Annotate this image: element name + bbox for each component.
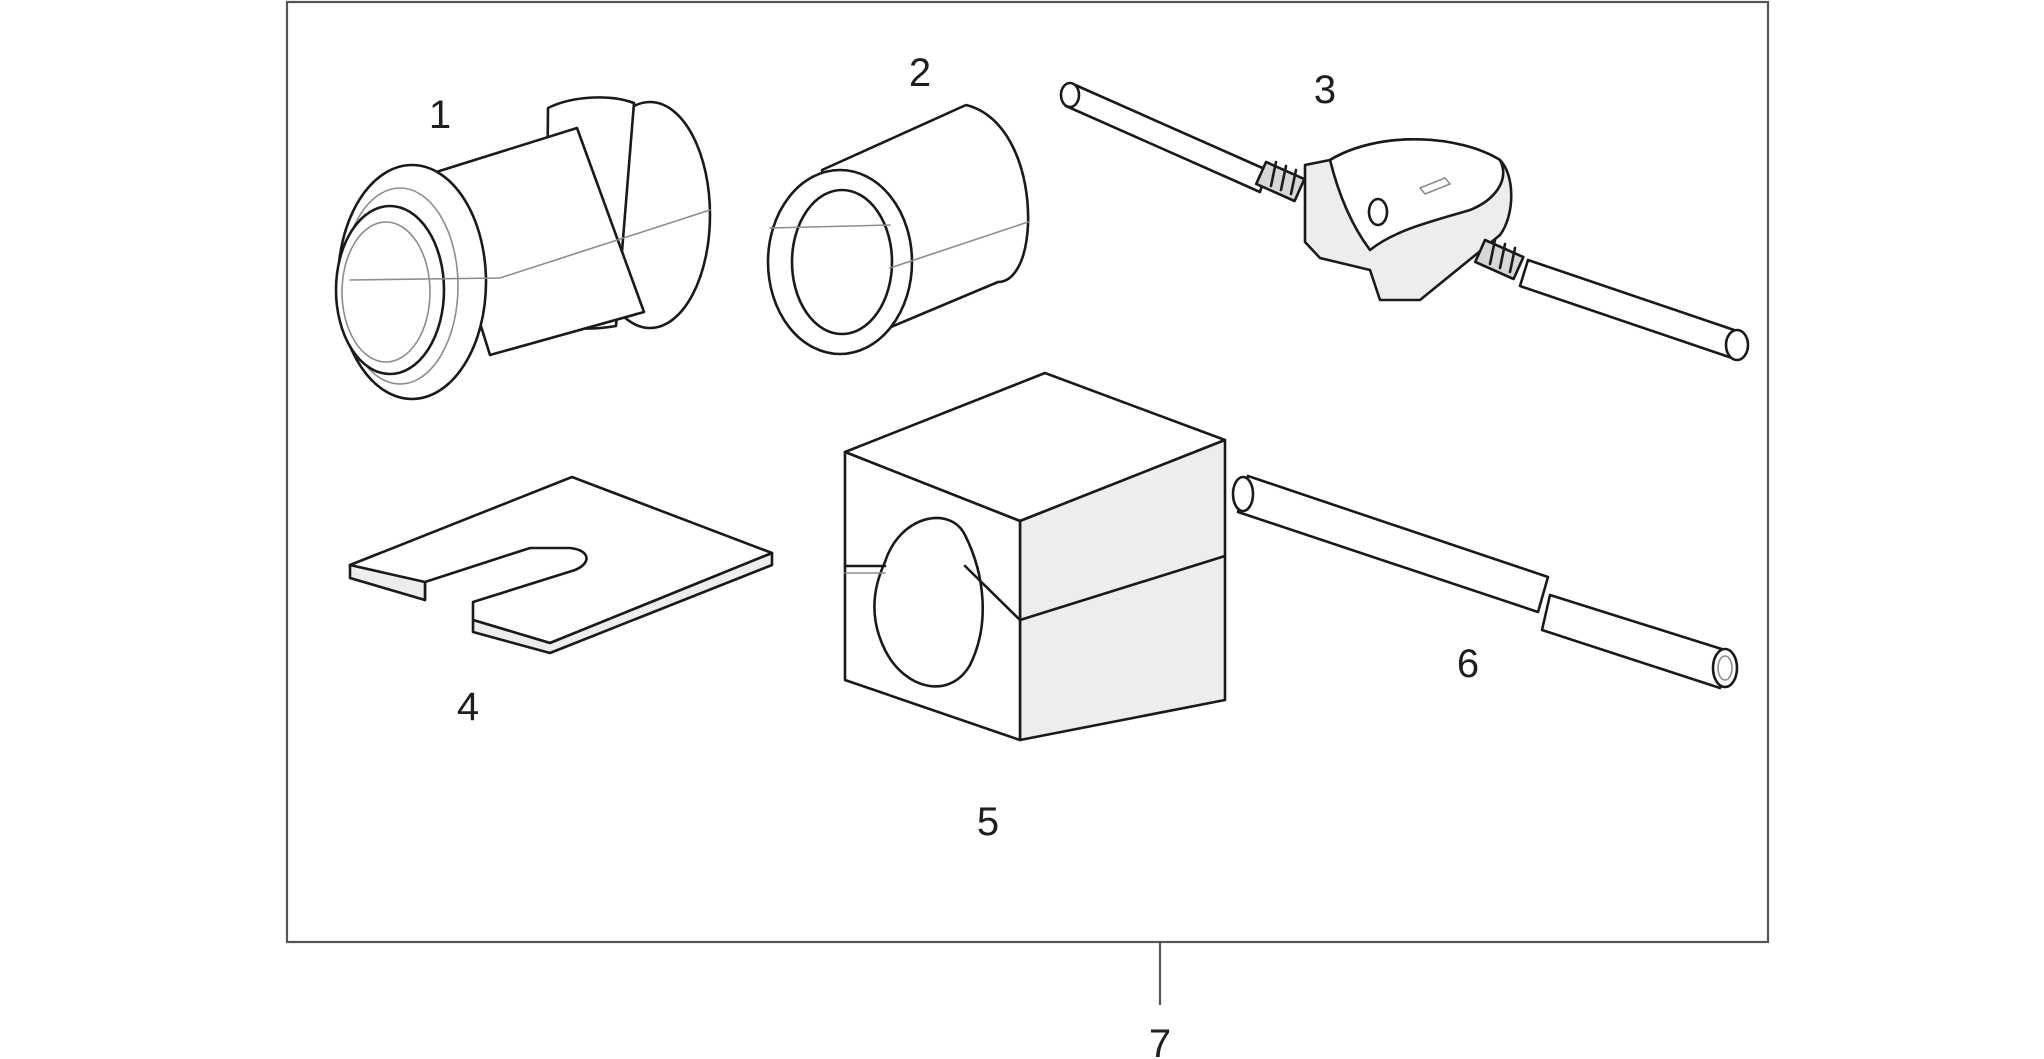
- part-2-sleeve: [766, 103, 1030, 356]
- part-1-flanged-bushing: [334, 96, 712, 401]
- part-4-shim-plate: [348, 475, 774, 655]
- part-5-split-block: [843, 371, 1227, 742]
- part-3-puller: [1059, 81, 1750, 362]
- callout-1: 1: [429, 93, 451, 137]
- callout-5: 5: [977, 800, 999, 844]
- part-6-rod: [1231, 474, 1739, 690]
- thread-lower: [1473, 238, 1525, 281]
- callout-3: 3: [1314, 68, 1336, 112]
- callout-7: 7: [1149, 1022, 1171, 1059]
- callout-6: 6: [1457, 642, 1479, 686]
- callout-2: 2: [909, 51, 931, 95]
- kit-frame: [285, 0, 1770, 1005]
- thread-upper: [1254, 160, 1306, 203]
- callout-4: 4: [457, 685, 479, 729]
